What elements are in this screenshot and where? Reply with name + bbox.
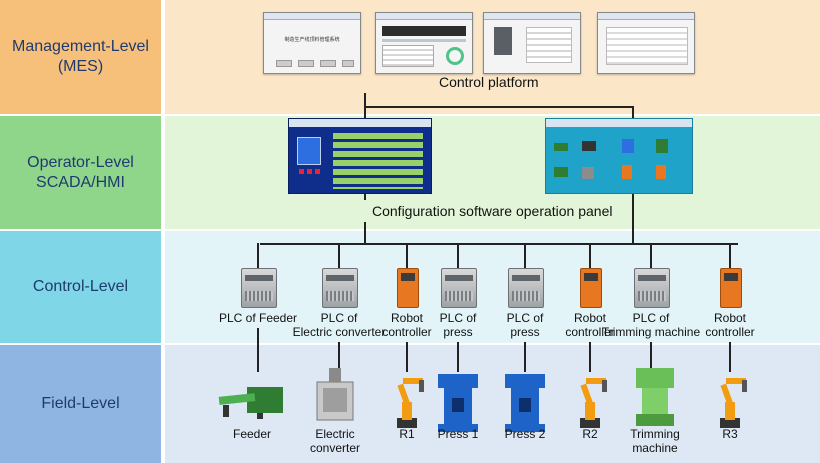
control-drop-wire bbox=[257, 243, 259, 269]
hmi2-down-wire bbox=[632, 194, 634, 244]
management-level-row: Management-Level (MES) 制造生产线顶料管理系统 bbox=[0, 0, 820, 114]
field-device-label: R1 bbox=[399, 427, 415, 441]
control-device-label: PLC of press bbox=[439, 311, 477, 339]
management-level-label: Management-Level (MES) bbox=[12, 38, 149, 75]
control-device-label: Robot controller bbox=[705, 311, 755, 339]
control-drop-wire bbox=[589, 243, 591, 269]
mes-window-dashboard bbox=[375, 12, 473, 74]
field-link-wire bbox=[257, 328, 259, 372]
operator-level-row: Operator-Level SCADA/HMI Configuration s… bbox=[0, 116, 820, 229]
mes-bus-wire bbox=[364, 106, 634, 108]
control-device-label: Robot controller bbox=[382, 311, 432, 339]
mes-window-settings bbox=[597, 12, 695, 74]
field-link-wire bbox=[729, 342, 731, 372]
hmi-panel-1-machine-icon bbox=[297, 137, 321, 165]
robot-controller-icon bbox=[397, 268, 419, 308]
mes-window-login-title: 制造生产线顶料管理系统 bbox=[284, 37, 340, 43]
control-level-label: Control-Level bbox=[32, 278, 129, 295]
management-level-label-cell: Management-Level (MES) bbox=[0, 0, 163, 114]
control-device-label: PLC of Trimming machine bbox=[601, 311, 701, 339]
mes-trunk-wire bbox=[364, 93, 366, 107]
field-level-label: Field-Level bbox=[41, 395, 120, 412]
plc-icon bbox=[441, 268, 477, 308]
control-platform-caption: Control platform bbox=[439, 74, 539, 90]
control-device-label: PLC of Electric converter bbox=[292, 311, 386, 339]
hmi-panel-1 bbox=[288, 118, 432, 194]
mes-window-login: 制造生产线顶料管理系统 bbox=[263, 12, 361, 74]
field-link-wire bbox=[589, 342, 591, 372]
field-link-wire bbox=[338, 342, 340, 372]
robot-arm-icon bbox=[372, 372, 442, 430]
control-drop-wire bbox=[338, 243, 340, 269]
mes-to-hmi2-wire bbox=[632, 106, 634, 118]
field-link-wire bbox=[650, 342, 652, 372]
field-link-wire bbox=[406, 342, 408, 372]
press-icon bbox=[423, 372, 493, 434]
converter-icon bbox=[300, 366, 370, 422]
mes-to-hmi1-wire bbox=[364, 106, 366, 118]
control-drop-wire bbox=[524, 243, 526, 269]
field-device-label: Trimming machine bbox=[630, 427, 680, 455]
control-level-label-cell: Control-Level bbox=[0, 231, 163, 343]
control-device-label: PLC of press bbox=[506, 311, 544, 339]
plc-icon bbox=[322, 268, 358, 308]
plc-icon bbox=[634, 268, 670, 308]
field-device-label: Press 2 bbox=[504, 427, 546, 441]
plc-icon bbox=[508, 268, 544, 308]
field-device-label: R2 bbox=[582, 427, 598, 441]
mes-window-equipment bbox=[483, 12, 581, 74]
hmi-panel-2 bbox=[545, 118, 693, 194]
field-link-wire bbox=[457, 342, 459, 372]
control-drop-wire bbox=[457, 243, 459, 269]
operator-level-content: Configuration software operation panel bbox=[165, 116, 820, 229]
management-level-content: 制造生产线顶料管理系统 Control platform bbox=[165, 0, 820, 114]
control-drop-wire bbox=[406, 243, 408, 269]
field-device-label: Press 1 bbox=[437, 427, 479, 441]
hmi1-down-wire bbox=[364, 194, 366, 200]
hmi1-down-wire-2 bbox=[364, 222, 366, 244]
field-link-wire bbox=[524, 342, 526, 372]
control-device-label: PLC of Feeder bbox=[218, 311, 298, 325]
robot-arm-icon bbox=[695, 372, 765, 430]
control-device-label: Robot controller bbox=[565, 311, 615, 339]
plc-icon bbox=[241, 268, 277, 308]
configuration-panel-caption: Configuration software operation panel bbox=[372, 203, 613, 219]
operator-level-label-cell: Operator-Level SCADA/HMI bbox=[0, 116, 163, 229]
control-drop-wire bbox=[650, 243, 652, 269]
robot-controller-icon bbox=[720, 268, 742, 308]
field-level-label-cell: Field-Level bbox=[0, 345, 163, 463]
control-drop-wire bbox=[729, 243, 731, 269]
robot-controller-icon bbox=[580, 268, 602, 308]
feeder-icon bbox=[217, 375, 287, 421]
press-icon bbox=[490, 372, 560, 434]
operator-level-label: Operator-Level SCADA/HMI bbox=[27, 153, 134, 191]
field-device-label: Feeder bbox=[232, 427, 272, 441]
trimming-icon bbox=[620, 366, 690, 428]
field-device-label: Electric converter bbox=[309, 427, 361, 455]
robot-arm-icon bbox=[555, 372, 625, 430]
control-bus-wire bbox=[260, 243, 738, 245]
field-device-label: R3 bbox=[722, 427, 738, 441]
